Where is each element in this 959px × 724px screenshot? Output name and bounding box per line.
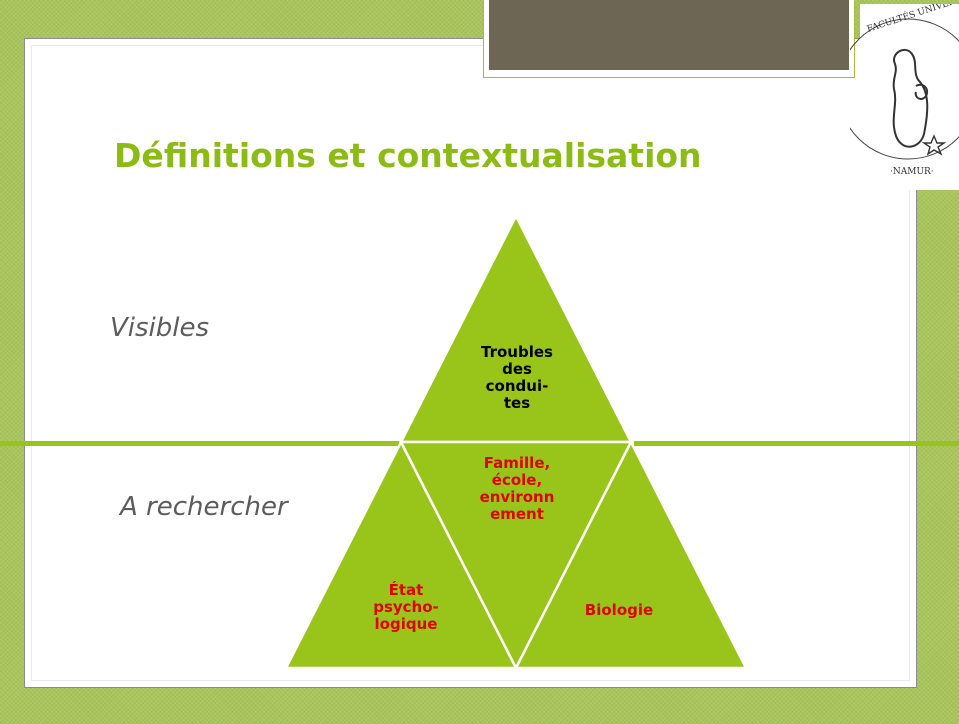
slide-title: Définitions et contextualisation xyxy=(114,136,702,175)
divider-line-right xyxy=(634,441,959,446)
seal-ring xyxy=(850,18,959,160)
triangle-right-label: Biologie xyxy=(584,601,654,619)
seal-text-bottom: ·NAMUR· xyxy=(890,167,934,177)
madonna-figure xyxy=(892,48,929,148)
triangle-left-label: État psycho- logique xyxy=(373,581,439,633)
triangle-right xyxy=(514,439,748,668)
divider-line-left xyxy=(0,441,406,446)
seal-background xyxy=(860,4,959,190)
slide-inner-border xyxy=(31,45,910,681)
university-seal-logo: FACULTÉS UNIVERSITAIRES NOTRE-DAME ·NAMU… xyxy=(850,4,959,190)
triangle-top-label: Troubles des condui- tes xyxy=(481,343,553,412)
madonna-child xyxy=(914,83,928,100)
pyramid-diagram xyxy=(284,216,748,668)
header-tab xyxy=(489,0,849,70)
star-icon xyxy=(921,134,947,156)
label-visibles: Visibles xyxy=(110,313,210,343)
triangle-middle-label: Famille, école, environn ement xyxy=(479,454,555,523)
label-a-rechercher: A rechercher xyxy=(120,492,288,522)
